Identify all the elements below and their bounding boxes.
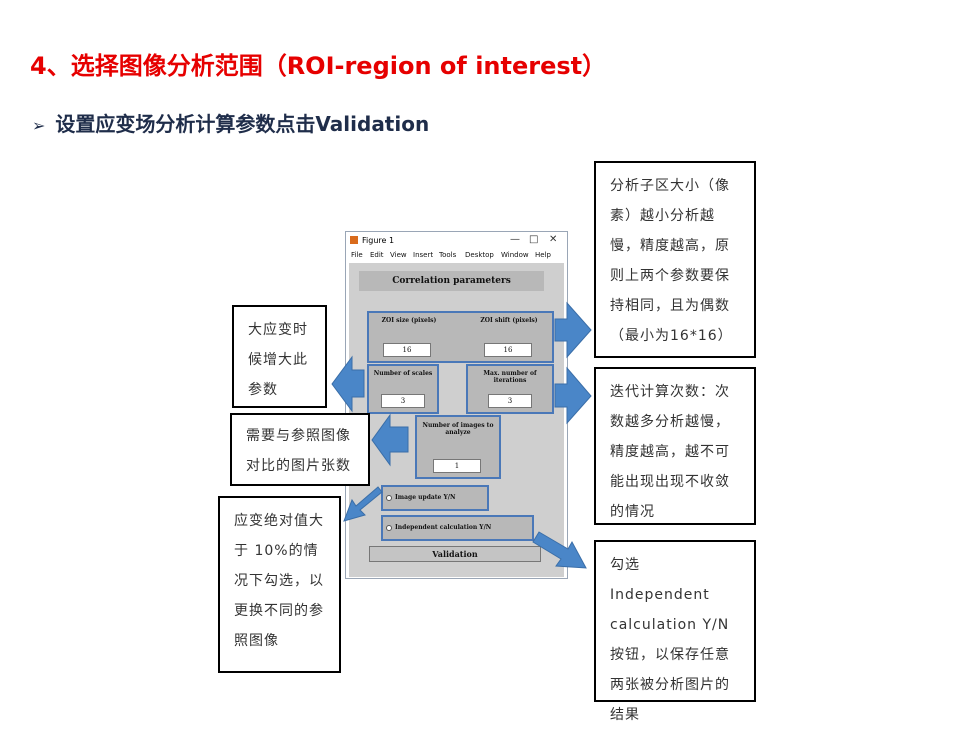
zoi-panel: ZOI size (pixels) 16 ZOI shift (pixels) … — [367, 311, 554, 363]
slide-title: 4、选择图像分析范围（ROI-region of interest） — [30, 52, 607, 80]
independent-calculation-label: Independent calculation Y/N — [395, 524, 492, 531]
callout-image-update: 应变绝对值大于 10%的情况下勾选，以更换不同的参照图像 — [218, 496, 341, 673]
slide-subtitle: ➢ 设置应变场分析计算参数点击Validation — [32, 108, 429, 137]
scales-panel: Number of scales 3 — [367, 364, 439, 414]
menu-view[interactable]: View — [390, 251, 407, 259]
callout-independent: 勾选 Independent calculation Y/N 按钮，以保存任意两… — [594, 540, 756, 723]
menu-file[interactable]: File — [351, 251, 363, 259]
close-icon[interactable]: ✕ — [549, 234, 558, 245]
independent-calculation-radio[interactable] — [386, 525, 392, 531]
menu-edit[interactable]: Edit — [370, 251, 384, 259]
images-label: Number of images to analyze — [422, 422, 494, 436]
bullet-arrow-icon: ➢ — [32, 116, 46, 135]
validation-button[interactable]: Validation — [369, 546, 541, 562]
images-input[interactable]: 1 — [433, 459, 481, 473]
menu-insert[interactable]: Insert — [413, 251, 434, 259]
iterations-panel: Max. number of iterations 3 — [466, 364, 554, 414]
figure-window: Figure 1 — □ ✕ File Edit View Insert Too… — [345, 231, 568, 579]
images-panel: Number of images to analyze 1 — [415, 415, 501, 479]
minimize-icon[interactable]: — — [510, 234, 520, 245]
scales-label: Number of scales — [373, 370, 433, 377]
callout-images: 需要与参照图像对比的图片张数 — [230, 413, 370, 486]
image-update-label: Image update Y/N — [395, 494, 456, 501]
zoi-shift-label: ZOI shift (pixels) — [480, 317, 538, 324]
figure-menubar: File Edit View Insert Tools Desktop Wind… — [346, 250, 567, 262]
figure-titlebar: Figure 1 — □ ✕ — [346, 232, 567, 250]
callout-iterations: 迭代计算次数：次数越多分析越慢，精度越高，越不可能出现出现不收敛的情况 — [594, 367, 756, 525]
menu-window[interactable]: Window — [501, 251, 529, 259]
iterations-label: Max. number of iterations — [483, 370, 537, 384]
iterations-input[interactable]: 3 — [488, 394, 532, 408]
matlab-figure-icon — [350, 236, 358, 244]
independent-calculation-option[interactable]: Independent calculation Y/N — [381, 515, 534, 541]
menu-tools[interactable]: Tools — [439, 251, 457, 259]
callout-zoi: 分析子区大小（像素）越小分析越慢，精度越高，原则上两个参数要保持相同，且为偶数（… — [594, 161, 756, 358]
menu-desktop[interactable]: Desktop — [465, 251, 494, 259]
image-update-option[interactable]: Image update Y/N — [381, 485, 489, 511]
callout-scales: 大应变时候增大此参数 — [232, 305, 327, 408]
image-update-radio[interactable] — [386, 495, 392, 501]
zoi-shift-input[interactable]: 16 — [484, 343, 532, 357]
correlation-parameters-title: Correlation parameters — [359, 271, 544, 291]
maximize-icon[interactable]: □ — [529, 234, 539, 245]
figure-body: Correlation parameters ZOI size (pixels)… — [349, 263, 564, 577]
scales-input[interactable]: 3 — [381, 394, 425, 408]
subtitle-text: 设置应变场分析计算参数点击Validation — [55, 112, 430, 136]
figure-title: Figure 1 — [362, 236, 395, 245]
zoi-size-input[interactable]: 16 — [383, 343, 431, 357]
menu-help[interactable]: Help — [535, 251, 551, 259]
zoi-size-label: ZOI size (pixels) — [381, 317, 437, 324]
